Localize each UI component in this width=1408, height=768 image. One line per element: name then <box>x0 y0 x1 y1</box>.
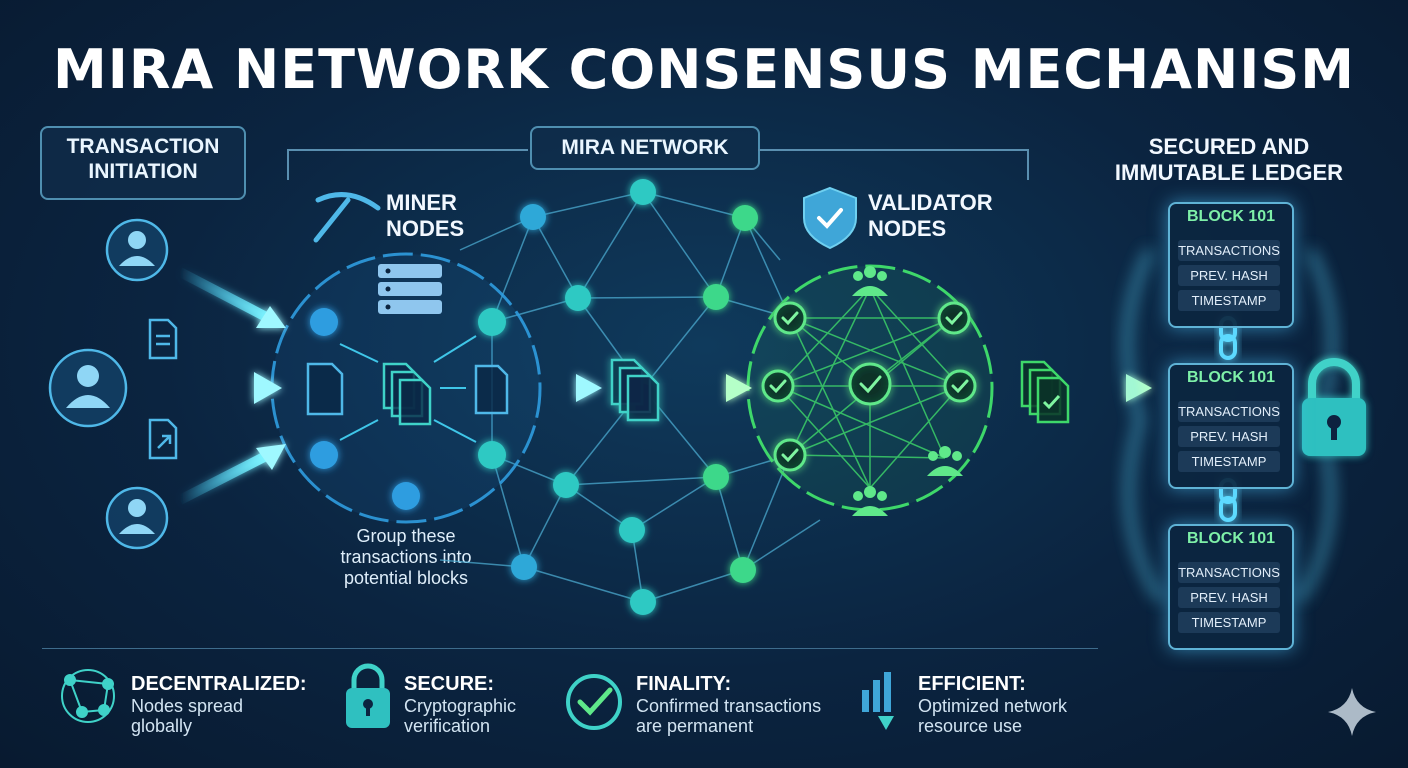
miner-node <box>310 441 338 469</box>
miner-node <box>478 441 506 469</box>
transaction-doc-icon <box>474 364 509 415</box>
validator-nodes-label: VALIDATOR NODES <box>868 190 993 241</box>
feature-desc: Nodes spread globally <box>131 696 244 736</box>
block-row-prev-hash: PREV. HASH <box>1178 587 1280 608</box>
sparkle-icon <box>1328 688 1376 736</box>
block-row-transactions: TRANSACTIONS <box>1178 240 1280 261</box>
miner-nodes-label: MINER NODES <box>386 190 465 241</box>
mesh-node <box>553 472 579 498</box>
block-row-prev-hash: PREV. HASH <box>1178 426 1280 447</box>
miner-caption: Group these transactions into potential … <box>340 526 472 588</box>
block-row-transactions: TRANSACTIONS <box>1178 562 1280 583</box>
feature-title: DECENTRALIZED: <box>131 673 307 695</box>
ledger-label: SECURED AND IMMUTABLE LEDGER <box>1114 134 1344 185</box>
miner-cluster <box>270 252 542 524</box>
feature-title: FINALITY: <box>636 673 732 695</box>
server-icon <box>378 264 442 314</box>
block-row-prev-hash: PREV. HASH <box>1178 265 1280 286</box>
check-node-icon <box>761 301 977 472</box>
padlock-icon <box>346 663 390 728</box>
feature-desc: Optimized network resource use <box>918 696 1068 736</box>
mesh-node <box>730 557 756 583</box>
feature-title: EFFICIENT: <box>918 673 1026 695</box>
block-title: BLOCK 101 <box>1186 208 1276 225</box>
feature-desc: Confirmed transactions are permanent <box>636 696 822 736</box>
mesh-node <box>703 464 729 490</box>
validator-cluster <box>746 264 994 516</box>
mesh-node <box>619 517 645 543</box>
block-title: BLOCK 101 <box>1186 369 1276 386</box>
ledger-block: BLOCK 101 TRANSACTIONS PREV. HASH TIMEST… <box>1168 524 1294 650</box>
user-avatar-icon <box>105 218 169 282</box>
user-avatar-icon <box>48 348 128 428</box>
mesh-node <box>732 205 758 231</box>
block-row-transactions: TRANSACTIONS <box>1178 401 1280 422</box>
miner-node <box>478 308 506 336</box>
block-row-timestamp: TIMESTAMP <box>1178 612 1280 633</box>
divider <box>42 648 1098 649</box>
shield-check-icon <box>803 186 857 250</box>
ledger-block: BLOCK 101 TRANSACTIONS PREV. HASH TIMEST… <box>1168 363 1294 489</box>
transaction-doc-icon <box>148 318 178 360</box>
pickaxe-icon <box>313 192 381 243</box>
mesh-nodes <box>511 179 758 615</box>
mesh-node <box>630 179 656 205</box>
miner-node <box>310 308 338 336</box>
mesh-node <box>630 589 656 615</box>
users-group-icon <box>852 266 963 516</box>
user-avatar-icon <box>105 486 169 550</box>
mira-network-label: MIRA NETWORK <box>530 126 760 170</box>
mesh-node <box>703 284 729 310</box>
miner-node <box>392 482 420 510</box>
transaction-doc-icon <box>306 362 344 416</box>
block-row-timestamp: TIMESTAMP <box>1178 451 1280 472</box>
mesh-node <box>511 554 537 580</box>
page-title: MIRA NETWORK CONSENSUS MECHANISM <box>53 38 1355 101</box>
padlock-icon <box>1302 358 1366 456</box>
verified-doc-stack-icon <box>1020 360 1070 424</box>
mesh-node <box>565 285 591 311</box>
transfer-doc-icon <box>148 418 178 460</box>
block-row-timestamp: TIMESTAMP <box>1178 290 1280 311</box>
doc-stack-icon <box>610 358 660 422</box>
ledger-block: BLOCK 101 TRANSACTIONS PREV. HASH TIMEST… <box>1168 202 1294 328</box>
transaction-initiation-label: TRANSACTION INITIATION <box>40 126 246 200</box>
network-globe-icon <box>61 669 115 723</box>
doc-stack-icon <box>382 362 432 426</box>
check-circle-icon <box>566 674 622 730</box>
feature-title: SECURE: <box>404 673 495 695</box>
mesh-node <box>520 204 546 230</box>
bar-chart-arrow-icon <box>862 672 894 730</box>
network-bracket <box>287 149 1029 180</box>
flow-arrows <box>140 267 1152 505</box>
feature-desc: Cryptographic verification <box>404 696 517 736</box>
block-title: BLOCK 101 <box>1186 530 1276 547</box>
